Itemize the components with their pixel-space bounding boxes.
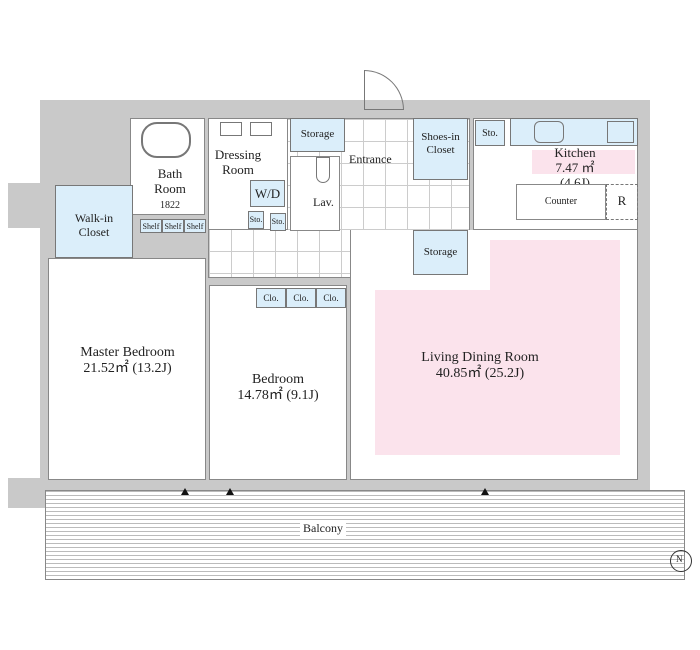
- storage-small-1: Sto.: [248, 211, 264, 229]
- shelf-label: Shelf: [186, 222, 204, 231]
- bath-size: 1822: [160, 199, 180, 211]
- kitchen-name: Kitchen: [554, 145, 596, 160]
- bath-name: Bath: [157, 166, 183, 181]
- walkin-name: Walk-in: [74, 211, 114, 225]
- storage-kitchen: Sto.: [475, 120, 505, 146]
- kitchen-area: 7.47 ㎡: [555, 159, 595, 175]
- closet-label: Clo.: [263, 293, 279, 303]
- sto-label: Sto.: [249, 215, 263, 224]
- balcony-text: Balcony: [303, 521, 343, 535]
- storage-top-label: Storage: [300, 128, 335, 140]
- refrigerator: R: [606, 184, 638, 220]
- storage-mid-label: Storage: [423, 246, 458, 258]
- washer-dryer: W/D: [250, 180, 285, 207]
- lav-label: Lav.: [313, 195, 334, 210]
- wd-label: W/D: [254, 186, 281, 201]
- toilet-icon: [316, 157, 330, 183]
- entrance-text: Entrance: [349, 152, 392, 166]
- wall-bump-bottom-left: [8, 478, 48, 508]
- shelf-3: Shelf: [184, 219, 206, 233]
- counter-label: Counter: [544, 196, 578, 207]
- sto-label: Sto.: [271, 217, 285, 226]
- window-marker: [481, 488, 489, 495]
- kitchen-worktop: [510, 118, 638, 146]
- bedroom-name: Bedroom: [251, 372, 305, 387]
- window-marker: [181, 488, 189, 495]
- sink-icon: [534, 121, 564, 143]
- north-text: N: [676, 554, 683, 564]
- storage-mid: Storage: [413, 230, 468, 275]
- dressing-name: Dressing: [214, 147, 262, 162]
- balcony: [45, 490, 685, 580]
- sto-kitchen-label: Sto.: [482, 128, 498, 139]
- counter: Counter: [516, 184, 606, 220]
- storage-small-2: Sto.: [270, 213, 286, 231]
- entrance-label: Entrance: [349, 152, 392, 167]
- closet-1: Clo.: [256, 288, 286, 308]
- bath-name2: Room: [154, 180, 186, 196]
- shoes-name: Shoes-in: [421, 131, 460, 143]
- closet-label: Clo.: [293, 293, 309, 303]
- shelf-2: Shelf: [162, 219, 184, 233]
- balcony-label: Balcony: [300, 521, 346, 536]
- ldr-floor-highlight: [490, 240, 620, 455]
- north-label: N: [676, 554, 683, 564]
- ldr-name: Living Dining Room: [421, 350, 539, 365]
- shoes-name2: Closet: [426, 143, 455, 156]
- bedroom: [209, 285, 347, 480]
- lavatory: [290, 156, 340, 231]
- master-bedroom: [48, 258, 206, 480]
- closet-label: Clo.: [323, 293, 339, 303]
- closet-3: Clo.: [316, 288, 346, 308]
- window-marker: [226, 488, 234, 495]
- bedroom-area: 14.78㎡ (9.1J): [237, 388, 319, 404]
- closet-2: Clo.: [286, 288, 316, 308]
- bathtub-icon: [141, 122, 191, 158]
- master-area: 21.52㎡ (13.2J): [83, 361, 172, 377]
- lav-text: Lav.: [313, 195, 334, 209]
- ldr-area: 40.85㎡ (25.2J): [435, 366, 525, 382]
- master-name: Master Bedroom: [80, 345, 175, 360]
- walkin-name2: Closet: [78, 224, 110, 239]
- dressing-name2: Room: [222, 161, 254, 177]
- shelf-1: Shelf: [140, 219, 162, 233]
- north-arrow-icon: [670, 550, 692, 572]
- fridge-label: R: [617, 193, 627, 208]
- stove-icon: [607, 121, 634, 143]
- wall-bump-left: [8, 183, 48, 228]
- shelf-label: Shelf: [164, 222, 182, 231]
- shelf-label: Shelf: [142, 222, 160, 231]
- kitchen-floor-highlight: [532, 150, 635, 174]
- storage-top: Storage: [290, 118, 345, 152]
